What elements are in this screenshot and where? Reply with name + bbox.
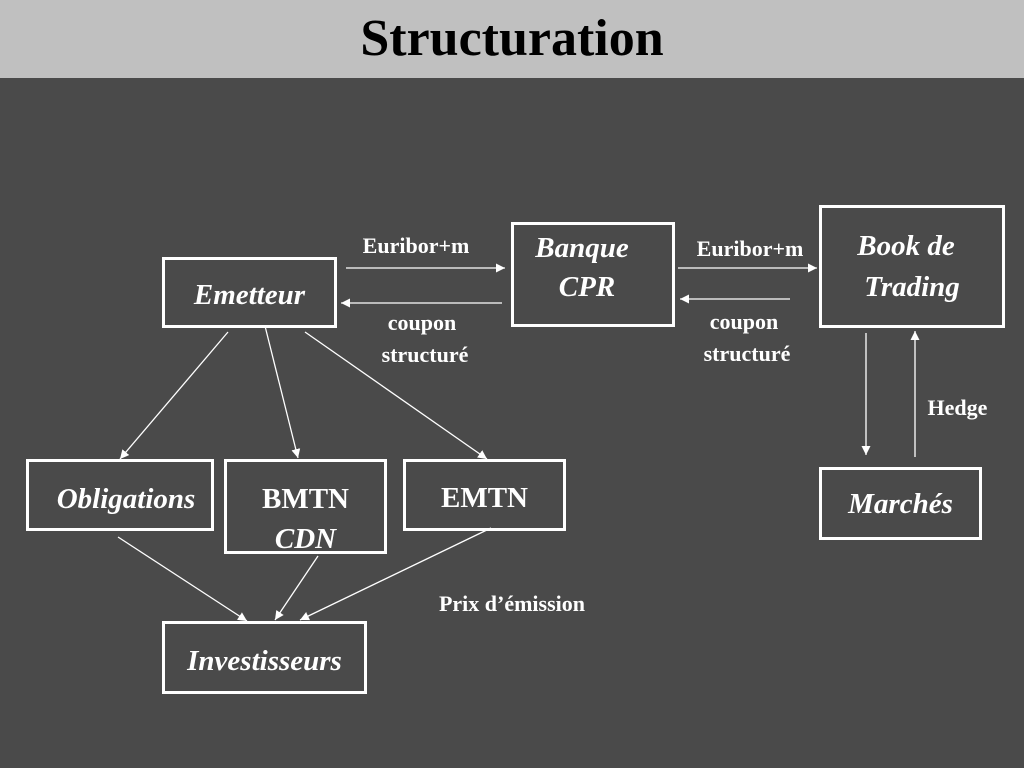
arrow-bmtn-to-investisseurs [274, 555, 319, 621]
arrow-emtn-to-investisseurs [299, 527, 492, 621]
node-book-label-line2: Trading [864, 271, 960, 303]
node-emtn-label: EMTN [441, 482, 528, 514]
label-coupon-right-line1: coupon [709, 309, 779, 334]
node-banque-cpr [511, 222, 675, 327]
node-marches [819, 467, 982, 540]
node-book-label-line1: Book de [857, 230, 955, 262]
arrow-emetteur-to-obligations [119, 331, 229, 460]
node-banque-label-line1: Banque [535, 232, 629, 264]
node-emtn [403, 459, 566, 531]
node-bmtn-label-line2: CDN [274, 523, 337, 555]
label-euribor-left: Euribor+m [362, 233, 470, 258]
node-marches-label: Marchés [848, 488, 953, 520]
node-bmtn-label-line1: BMTN [262, 483, 349, 515]
node-investisseurs-label: Investisseurs [187, 645, 342, 677]
node-investisseurs [162, 621, 367, 694]
node-emetteur-label: Emetteur [193, 279, 306, 311]
label-prix-emission: Prix d’émission [438, 591, 586, 616]
node-banque-label-line2: CPR [558, 271, 616, 303]
label-coupon-right-line2: structuré [703, 341, 791, 366]
node-book-de-trading [819, 205, 1005, 328]
label-euribor-right: Euribor+m [696, 236, 804, 261]
title-bar [0, 0, 1024, 78]
label-hedge: Hedge [927, 395, 988, 420]
slide-title: Structuration [360, 10, 664, 67]
label-coupon-left-line2: structuré [381, 342, 469, 367]
arrow-emetteur-to-emtn [304, 331, 488, 460]
label-coupon-left-line1: coupon [387, 310, 457, 335]
node-obligations-label: Obligations [56, 483, 196, 515]
arrow-emetteur-to-bmtn [264, 325, 301, 459]
arrow-obligations-to-investisseurs [117, 536, 248, 622]
node-obligations [26, 459, 214, 531]
node-emetteur [162, 257, 337, 328]
node-bmtn-cdn [224, 459, 387, 554]
